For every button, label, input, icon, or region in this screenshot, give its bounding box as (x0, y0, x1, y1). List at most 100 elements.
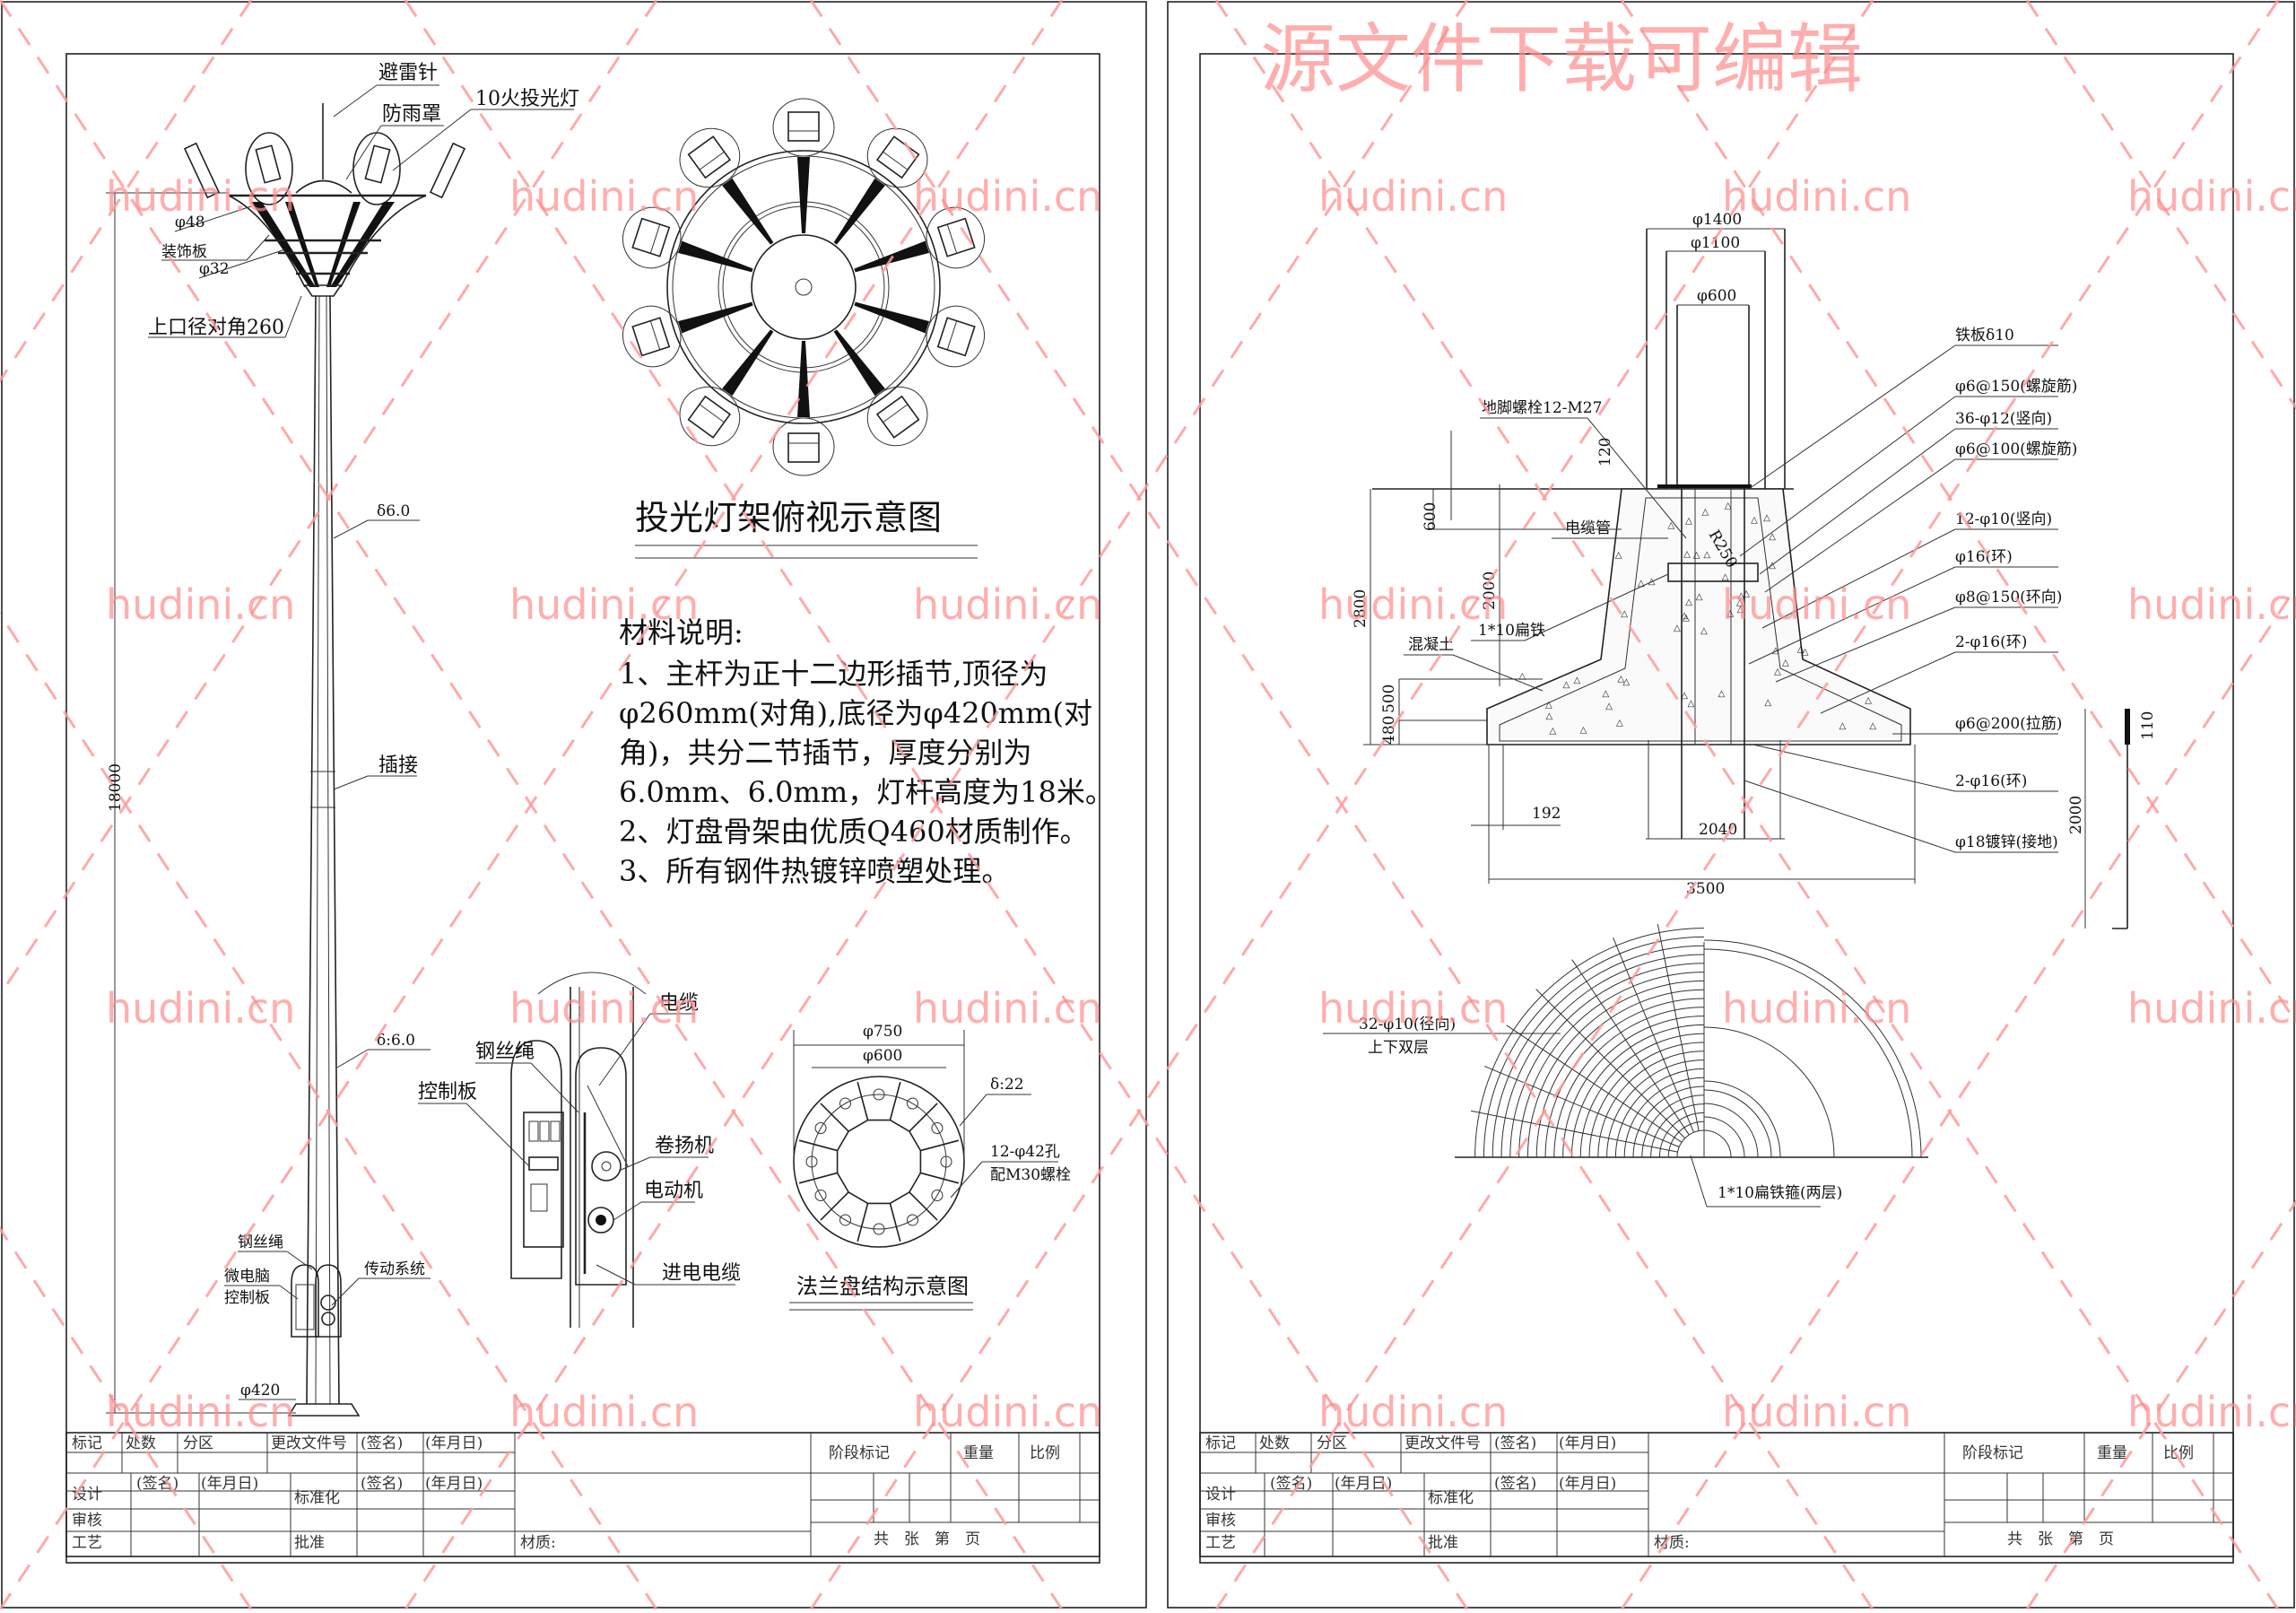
top-view-title: 投光灯架俯视示意图 (635, 498, 942, 537)
watermark-text: hudini.cn (2127, 1388, 2296, 1436)
frame-spoke (722, 178, 774, 245)
concrete-aggregate-mark: △ (1703, 550, 1710, 560)
tb-date: (年月日) (201, 1475, 258, 1493)
notes-line: 6.0mm、6.0mm，灯杆高度为18米。 (619, 775, 1114, 809)
leader-line (1739, 396, 1956, 557)
concrete-aggregate-mark: △ (1681, 611, 1688, 621)
concrete-aggregate-mark: △ (1616, 719, 1623, 728)
radial-bar (1506, 1024, 1683, 1143)
tb-header-cell: 处数 (1259, 1434, 1290, 1452)
tb-header-cell: 处数 (126, 1434, 156, 1452)
watermark-diagonal (0, 1225, 253, 1610)
bolt-hole (873, 1088, 885, 1101)
label-tube-48: φ48 (175, 214, 205, 231)
rebar-label-vertical-36: 36-φ12(竖向) (1955, 410, 2052, 428)
ring-bar (1703, 1089, 1772, 1158)
floodlight-lamp (687, 395, 732, 439)
rain-cover (295, 179, 352, 194)
floodlight-housing (926, 206, 985, 269)
ring-bar (1703, 1129, 1732, 1158)
flange-outer-dia: φ750 (863, 1023, 902, 1041)
stiffener-rib (798, 1172, 838, 1184)
dim-480: 480 (1380, 716, 1398, 745)
stiffener-rib (857, 1203, 869, 1242)
floodlight-housing (772, 417, 835, 476)
floodlight-housing (866, 386, 928, 447)
right-sheet-inner-border (1199, 53, 2234, 1564)
concrete-aggregate-mark: △ (1696, 592, 1703, 602)
lamp-bracket-struts (228, 195, 427, 297)
watermark-text: hudini.cn (106, 1388, 295, 1436)
label-mcu-board-1: 微电脑 (224, 1268, 270, 1286)
dim-1100: φ1100 (1691, 234, 1740, 252)
frame-spoke (854, 301, 930, 334)
stiffener-rib (798, 1139, 838, 1152)
watermark-text: hudini.cn (913, 172, 1102, 221)
watermark-text: hudini.cn (509, 172, 699, 221)
floodlight-lamp (787, 111, 820, 142)
dim-192: 192 (1532, 805, 1561, 823)
concrete-aggregate-mark: △ (1693, 550, 1700, 560)
concrete-aggregate-mark: △ (1618, 674, 1625, 684)
radial-bar (1571, 959, 1690, 1136)
concrete-aggregate-mark: △ (1545, 701, 1552, 711)
concrete-aggregate-mark: △ (1764, 698, 1771, 708)
label-wire-rope: 钢丝绳 (238, 1234, 283, 1251)
radial-bar (1535, 989, 1686, 1139)
floodlight-housing (772, 98, 835, 157)
radial-bar (1470, 1110, 1678, 1153)
winch-callouts: 电缆 钢丝绳 控制板 卷扬机 电动机 进电电缆 (418, 992, 741, 1286)
watermark-text: hudini.cn (509, 984, 699, 1033)
concrete-aggregate-mark: △ (1718, 689, 1726, 699)
tb-stage-mark: 阶段标记 (829, 1444, 890, 1462)
concrete-aggregate-mark: △ (1681, 691, 1688, 701)
winch-drum (591, 1151, 622, 1181)
label-rain-cover: 防雨罩 (382, 103, 441, 126)
flange-holes-label: 12-φ42孔 (990, 1143, 1060, 1161)
watermark-text: hudini.cn (509, 580, 699, 629)
tb-weight: 重量 (2097, 1444, 2127, 1462)
tb-sign: (签名) (1494, 1475, 1536, 1493)
watermark-diagonal (0, 0, 253, 384)
left-sheet-outer-border (1, 1, 1147, 1609)
dim-2800: 2800 (1352, 589, 1370, 628)
winch-detail: 电缆 钢丝绳 控制板 卷扬机 电动机 进电电缆 (418, 972, 741, 1328)
stiffener-rib (920, 1172, 960, 1184)
rebar-label-vertical-12: 12-φ10(竖向) (1955, 510, 2052, 528)
floodlight-lamp (631, 217, 671, 257)
dim-hook-2000: 2000 (2067, 796, 2085, 834)
tb-standardize: 标准化 (1428, 1489, 1474, 1507)
watermark-text: hudini.cn (913, 1388, 1102, 1436)
label-base-diameter: φ420 (240, 1382, 280, 1399)
tb-header-cell: 更改文件号 (271, 1434, 347, 1452)
floodlight-lamp (687, 135, 732, 179)
tb-process: 工艺 (1205, 1534, 1236, 1552)
rebar-label-ring-16: φ16(环) (1955, 548, 2013, 566)
floodlight-lamp (631, 317, 671, 357)
dim-hook-110: 110 (2139, 711, 2157, 740)
tb-header-cell: 标记 (1205, 1434, 1236, 1452)
tb-header-cell: 分区 (183, 1434, 213, 1452)
watermark-diagonal (0, 0, 658, 998)
dim-500: 500 (1380, 684, 1398, 713)
flange-thickness: δ:22 (990, 1076, 1024, 1094)
watermark-text: hudini.cn (1722, 984, 1911, 1033)
notes-line: 2、灯盘骨架由优质Q460材质制作。 (619, 815, 1089, 849)
leader-line (1775, 606, 1956, 683)
watermark-text: hudini.cn (1722, 1388, 1911, 1436)
leader-line (1764, 458, 1956, 593)
label-thickness-lower: δ:6.0 (377, 1032, 415, 1050)
stiffener-rib (889, 1203, 901, 1242)
watermark-text: hudini.cn (2127, 580, 2296, 629)
bolt-hole (805, 1155, 818, 1168)
concrete-aggregate-mark: △ (1763, 513, 1770, 523)
concrete-aggregate-mark: △ (1683, 549, 1691, 559)
concrete-aggregate-mark: △ (1839, 721, 1847, 731)
concrete-aggregate-mark: △ (1545, 711, 1552, 721)
rebar-callouts: 铁板δ10φ6@150(螺旋筋)36-φ12(竖向)φ6@100(螺旋筋)12-… (1739, 327, 2077, 853)
label-inlet-cable: 进电电缆 (662, 1262, 741, 1285)
frame-spoke (833, 178, 885, 245)
